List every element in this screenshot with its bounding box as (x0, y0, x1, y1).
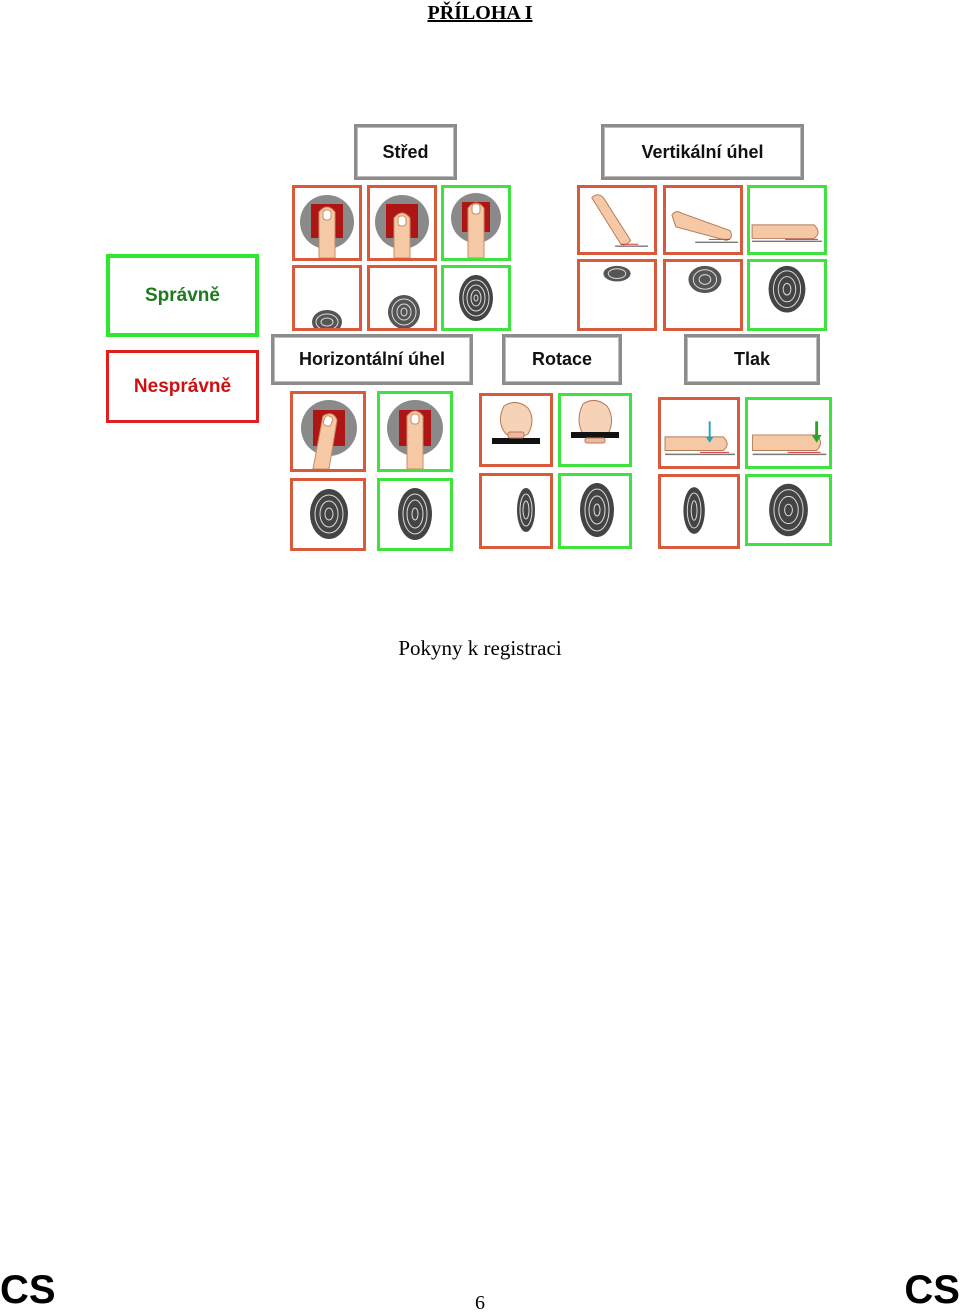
pressure-finger-correct (745, 397, 832, 469)
footer-language-left: CS (0, 1268, 56, 1312)
footer-language-right: CS (904, 1268, 960, 1312)
header-vertical-angle: Vertikální úhel (601, 124, 804, 180)
horizontal-print-wrong (290, 478, 366, 551)
page-number: 6 (475, 1292, 485, 1314)
center-finger-correct (441, 185, 511, 261)
legend-correct: Správně (106, 254, 259, 337)
vertical-print-wrong-1 (577, 259, 657, 331)
rotation-finger-wrong (479, 393, 553, 467)
horizontal-finger-correct (377, 391, 453, 472)
center-print-wrong-1 (292, 265, 362, 331)
center-finger-wrong-2 (367, 185, 437, 261)
pressure-print-wrong (658, 474, 740, 549)
pressure-print-correct (745, 474, 832, 546)
horizontal-finger-wrong (290, 391, 366, 472)
header-rotation: Rotace (502, 334, 622, 385)
header-pressure: Tlak (684, 334, 820, 385)
header-center: Střed (354, 124, 457, 180)
center-print-wrong-2 (367, 265, 437, 331)
pressure-finger-wrong (658, 397, 740, 469)
vertical-finger-correct (747, 185, 827, 255)
vertical-print-wrong-2 (663, 259, 743, 331)
center-finger-wrong-1 (292, 185, 362, 261)
vertical-finger-wrong-2 (663, 185, 743, 255)
horizontal-print-correct (377, 478, 453, 551)
rotation-print-wrong (479, 473, 553, 549)
vertical-print-correct (747, 259, 827, 331)
annex-title: PŘÍLOHA I (427, 2, 533, 24)
legend-incorrect: Nesprávně (106, 350, 259, 423)
header-horizontal-angle: Horizontální úhel (271, 334, 473, 385)
vertical-finger-wrong-1 (577, 185, 657, 255)
rotation-finger-correct (558, 393, 632, 467)
figure-caption: Pokyny k registraci (398, 636, 562, 660)
rotation-print-correct (558, 473, 632, 549)
center-print-correct (441, 265, 511, 331)
